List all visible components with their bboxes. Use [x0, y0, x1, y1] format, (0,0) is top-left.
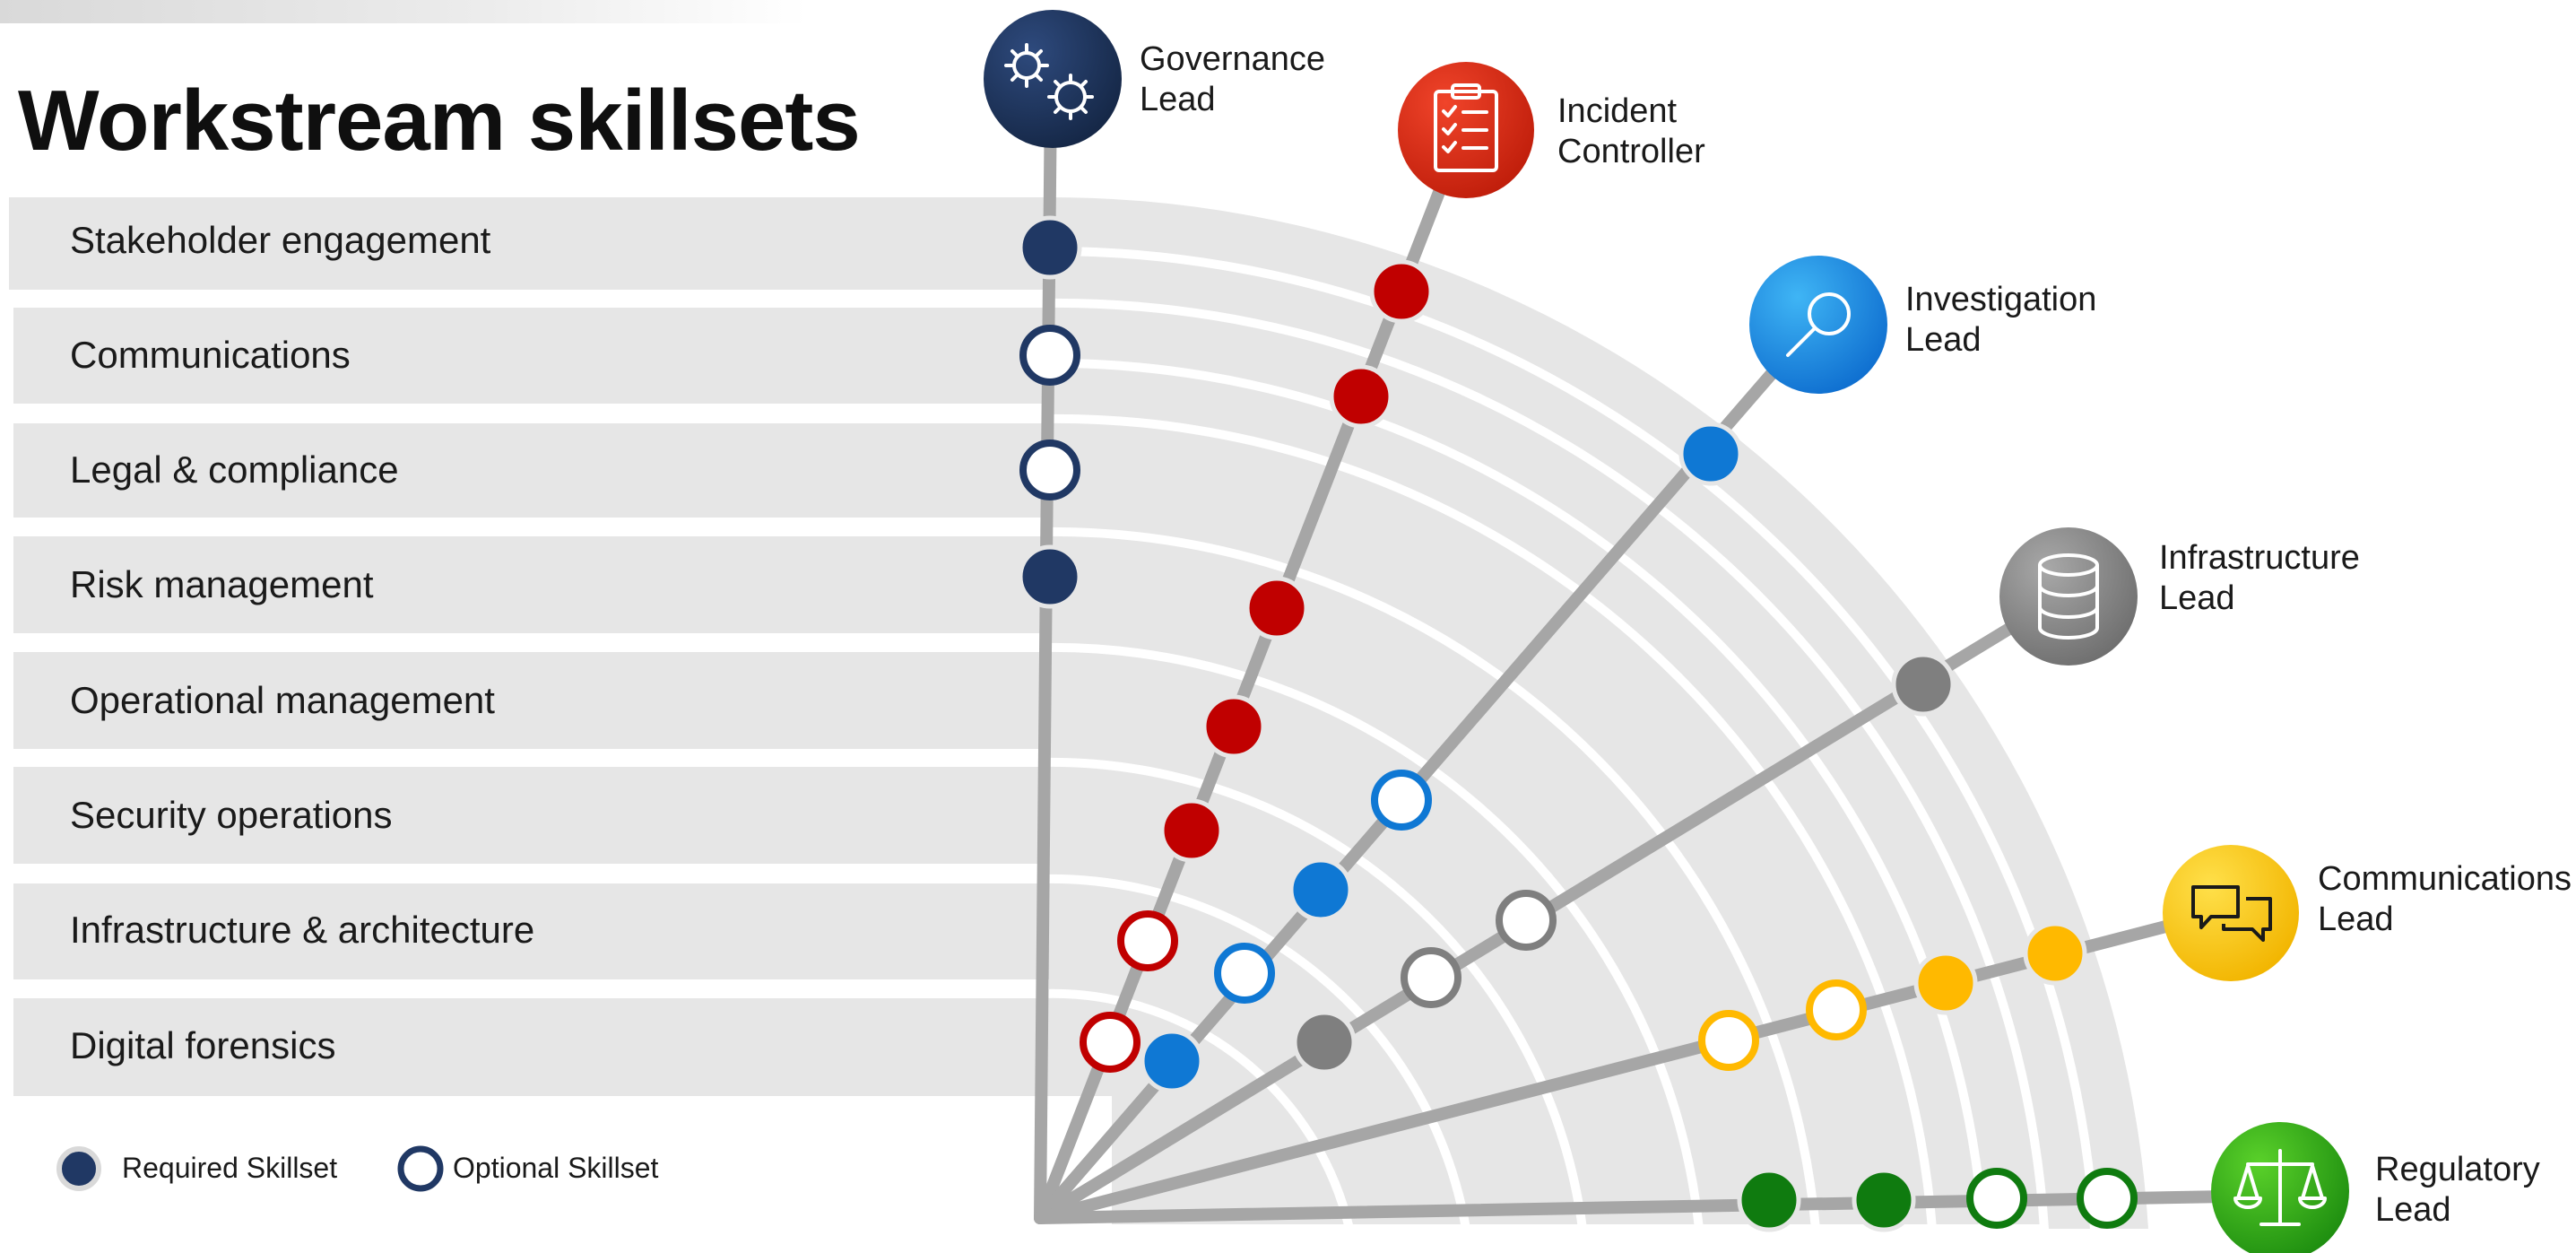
clipboard-checklist-icon: [1398, 62, 1534, 198]
dot-incident-5: [1159, 798, 1224, 863]
page-title: Workstream skillsets: [18, 73, 861, 169]
dot-incident-7: [1080, 1012, 1141, 1073]
skill-row-label: Risk management: [70, 563, 374, 605]
dot-infrastructure-2: [1496, 890, 1557, 951]
dot-incident-4: [1201, 694, 1266, 759]
dot-infrastructure-3: [1401, 947, 1461, 1008]
skill-row-label: Operational management: [70, 679, 495, 721]
band-arc-extra-1: [1039, 246, 2099, 1230]
chat-bubbles-icon: [2163, 845, 2299, 981]
skill-row-label: Legal & compliance: [70, 448, 399, 491]
role-label-communications: Communications Lead: [2318, 860, 2572, 938]
dot-investigation-2: [1371, 770, 1432, 831]
dot-regulatory-3: [1852, 1168, 1916, 1232]
dot-regulatory-2: [1966, 1168, 2027, 1229]
dot-communications-4: [1698, 1010, 1759, 1071]
magnifier-icon: [1749, 256, 1887, 394]
dot-incident-1: [1369, 259, 1434, 324]
skill-dots: [1018, 215, 2138, 1232]
role-icons: [984, 10, 2349, 1253]
row-gap-4: [0, 633, 1049, 649]
skill-row-label: Infrastructure & architecture: [70, 909, 535, 951]
database-icon: [1999, 527, 2138, 666]
dot-incident-3: [1245, 576, 1309, 640]
legend-optional-label: Optional Skillset: [453, 1152, 659, 1184]
scales-icon: [2211, 1122, 2349, 1253]
dot-governance-legal: [1019, 439, 1080, 500]
gears-icon: [984, 10, 1122, 148]
skill-row-label: Communications: [70, 334, 351, 376]
dot-governance-risk: [1018, 544, 1082, 609]
dot-investigation-4: [1214, 943, 1275, 1004]
dot-regulatory-1: [2077, 1168, 2138, 1229]
dot-infrastructure-4: [1292, 1010, 1357, 1075]
dot-communications-1: [2023, 921, 2087, 986]
role-label-governance: Governance Lead: [1140, 40, 1326, 118]
dot-investigation-3: [1288, 857, 1353, 922]
row-gap-8: [0, 1096, 1112, 1253]
row-gap-2: [0, 404, 1049, 420]
row-gap-6: [0, 864, 1049, 880]
legend: [56, 1145, 444, 1192]
dot-incident-2: [1329, 364, 1393, 429]
row-gap-7: [0, 979, 1049, 996]
dot-investigation-5: [1140, 1029, 1204, 1093]
role-label-incident: Incident Controller: [1557, 92, 1705, 170]
row-gap-1: [0, 290, 1049, 306]
top-decorative-bar: [0, 0, 807, 23]
skill-row-label: Stakeholder engagement: [70, 219, 491, 261]
dot-infrastructure-1: [1891, 652, 1956, 717]
dot-governance-stakeholder: [1018, 215, 1082, 280]
background-bands: [0, 196, 2148, 1253]
legend-optional-marker: [397, 1145, 444, 1192]
dot-communications-3: [1806, 979, 1867, 1040]
spoke-regulatory: [1034, 1189, 2284, 1224]
legend-required-marker: [56, 1146, 101, 1191]
skill-row-label: Digital forensics: [70, 1024, 336, 1066]
dot-communications-2: [1913, 951, 1978, 1015]
row-gap-5: [0, 749, 1049, 765]
role-label-regulatory: Regulatory Lead: [2375, 1151, 2540, 1229]
role-label-infrastructure: Infrastructure Lead: [2159, 539, 2360, 617]
row-gap-3: [0, 518, 1049, 534]
dot-investigation-1: [1678, 422, 1743, 486]
skill-row-label: Security operations: [70, 794, 393, 836]
dot-incident-6: [1117, 910, 1178, 971]
dot-governance-communications: [1019, 325, 1080, 386]
dot-regulatory-4: [1737, 1168, 1801, 1232]
role-label-investigation: Investigation Lead: [1905, 281, 2097, 359]
legend-required-label: Required Skillset: [122, 1152, 338, 1184]
